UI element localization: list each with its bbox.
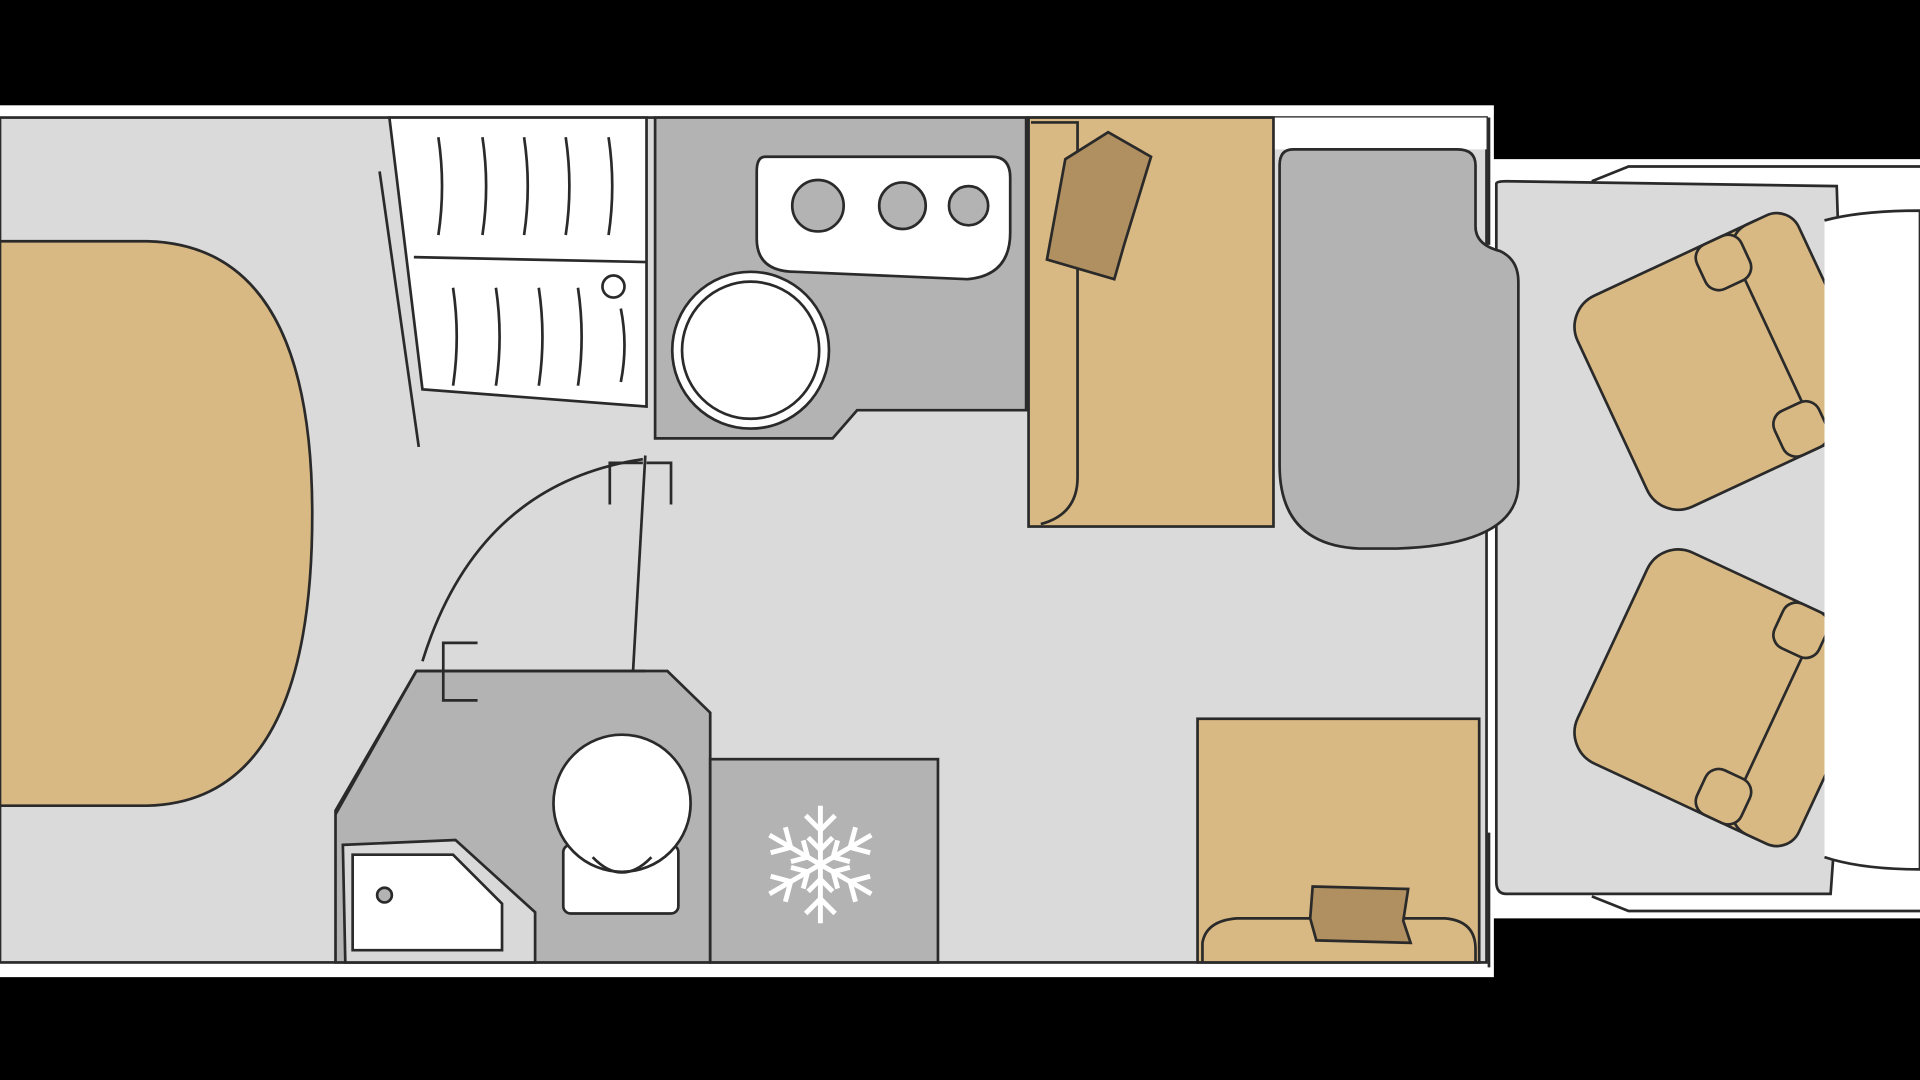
pillow-icon <box>1045 130 1153 281</box>
rear-bed <box>0 239 314 808</box>
wardrobe-hangers <box>437 136 626 386</box>
cab-door-top <box>1591 165 1920 183</box>
top-white-strip <box>1273 117 1487 150</box>
stove-burner-icon <box>790 178 846 233</box>
shower-tray <box>351 853 504 952</box>
bathroom-door-swing <box>421 457 644 662</box>
pillow-icon <box>1308 885 1413 945</box>
cab-door-bottom <box>1591 895 1920 913</box>
door-handles <box>334 455 673 815</box>
dashboard <box>1824 209 1920 871</box>
stove-burner-icon <box>947 184 990 227</box>
stove-burner-icon <box>877 181 928 231</box>
dinette-table <box>1278 148 1520 550</box>
sink-icon <box>670 270 831 430</box>
toilet-icon <box>552 733 692 874</box>
snowflake-icon <box>762 805 878 924</box>
